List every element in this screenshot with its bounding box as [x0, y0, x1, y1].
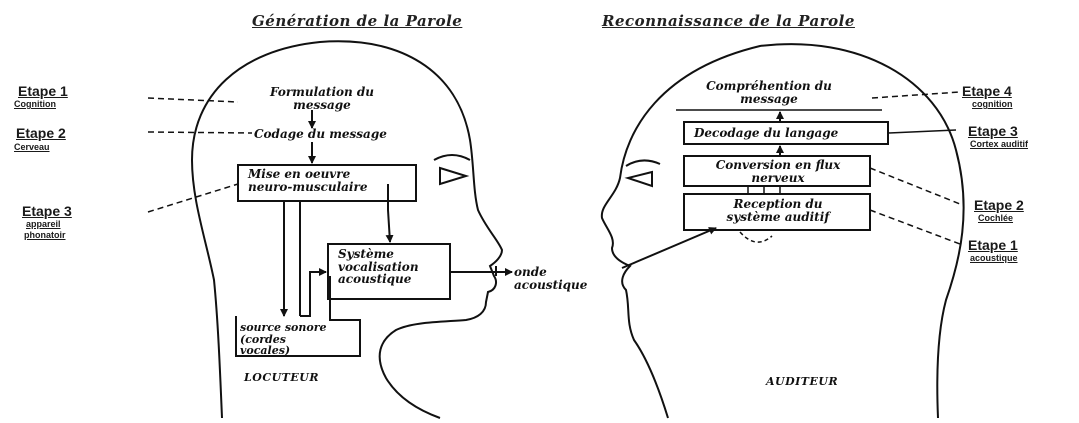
source-box: [235, 276, 361, 357]
codage-text: Codage du message: [254, 127, 387, 141]
source-text: source sonore (cordes vocales): [240, 322, 327, 357]
conversion-line-2: nerveux: [751, 170, 805, 185]
listener-eye: [624, 159, 661, 188]
comprehension-line-2: message: [740, 91, 798, 106]
conversion-text: Conversion en flux nerveux: [688, 159, 868, 184]
reception-box: [683, 193, 871, 231]
systeme-line-2: vocalisation: [338, 259, 419, 274]
listener-step-1-sub: acoustique: [970, 253, 1018, 263]
listener-step-2-label: Etape 2: [974, 197, 1024, 213]
systeme-text: Système vocalisation acoustique: [338, 248, 419, 286]
source-line-1: source sonore: [240, 321, 327, 334]
comprehension-line-1: Compréhention du: [706, 79, 832, 93]
reception-line-1: Reception du: [733, 197, 823, 211]
onde-line-1: onde: [514, 265, 547, 279]
speaker-step-2-sub: Cerveau: [14, 142, 50, 152]
systeme-line-3: acoustique: [338, 272, 412, 287]
speaker-step-2-label: Etape 2: [16, 125, 66, 141]
formulation-text: Formulation du message: [252, 86, 392, 111]
recognition-title: Reconnaissance de la Parole: [602, 12, 855, 30]
source-line-3: vocales): [240, 344, 291, 358]
systeme-line-1: Système: [338, 247, 394, 261]
source-line-2: (cordes: [240, 332, 286, 346]
generation-title: Génération de la Parole: [252, 12, 463, 30]
listener-step-4-label: Etape 4: [962, 83, 1012, 99]
listener-step-3-sub: Cortex auditif: [970, 139, 1029, 149]
speaker-name: LOCUTEUR: [244, 371, 319, 384]
speaker-step-3-sub-2: phonatoir: [24, 230, 66, 240]
speaker-step-1-sub: Cognition: [14, 99, 56, 109]
listener-name: AUDITEUR: [766, 375, 839, 388]
mise-line-2: neuro-musculaire: [248, 179, 368, 194]
listener-step-3-label: Etape 3: [968, 123, 1018, 139]
conversion-box: [683, 155, 871, 187]
decodage-text: Decodage du langage: [694, 126, 839, 140]
speaker-head-outline: [190, 40, 504, 419]
formulation-line-1: Formulation du: [269, 85, 375, 99]
speaker-step-3-label: Etape 3: [22, 203, 72, 219]
listener-step-4-sub: cognition: [972, 99, 1013, 109]
reception-line-2: système auditif: [726, 209, 830, 224]
mise-line-1: Mise en oeuvre: [248, 167, 351, 181]
comprehension-text: Compréhention du message: [672, 80, 866, 105]
formulation-line-2: message: [293, 97, 351, 112]
onde-text: onde acoustique: [514, 266, 587, 291]
speaker-step-1-label: Etape 1: [18, 83, 68, 99]
speaker-step-3-sub-1: appareil: [26, 219, 61, 229]
reception-text: Reception du système auditif: [688, 198, 868, 223]
listener-step-2-sub: Cochlée: [978, 213, 1014, 223]
listener-step-1-label: Etape 1: [968, 237, 1018, 253]
onde-line-2: acoustique: [514, 277, 588, 292]
conversion-line-1: Conversion en flux: [715, 158, 841, 172]
mise-box: [237, 164, 417, 202]
listener-head-outline: [600, 43, 965, 419]
mise-text: Mise en oeuvre neuro-musculaire: [248, 168, 367, 193]
speaker-eye: [433, 154, 471, 186]
